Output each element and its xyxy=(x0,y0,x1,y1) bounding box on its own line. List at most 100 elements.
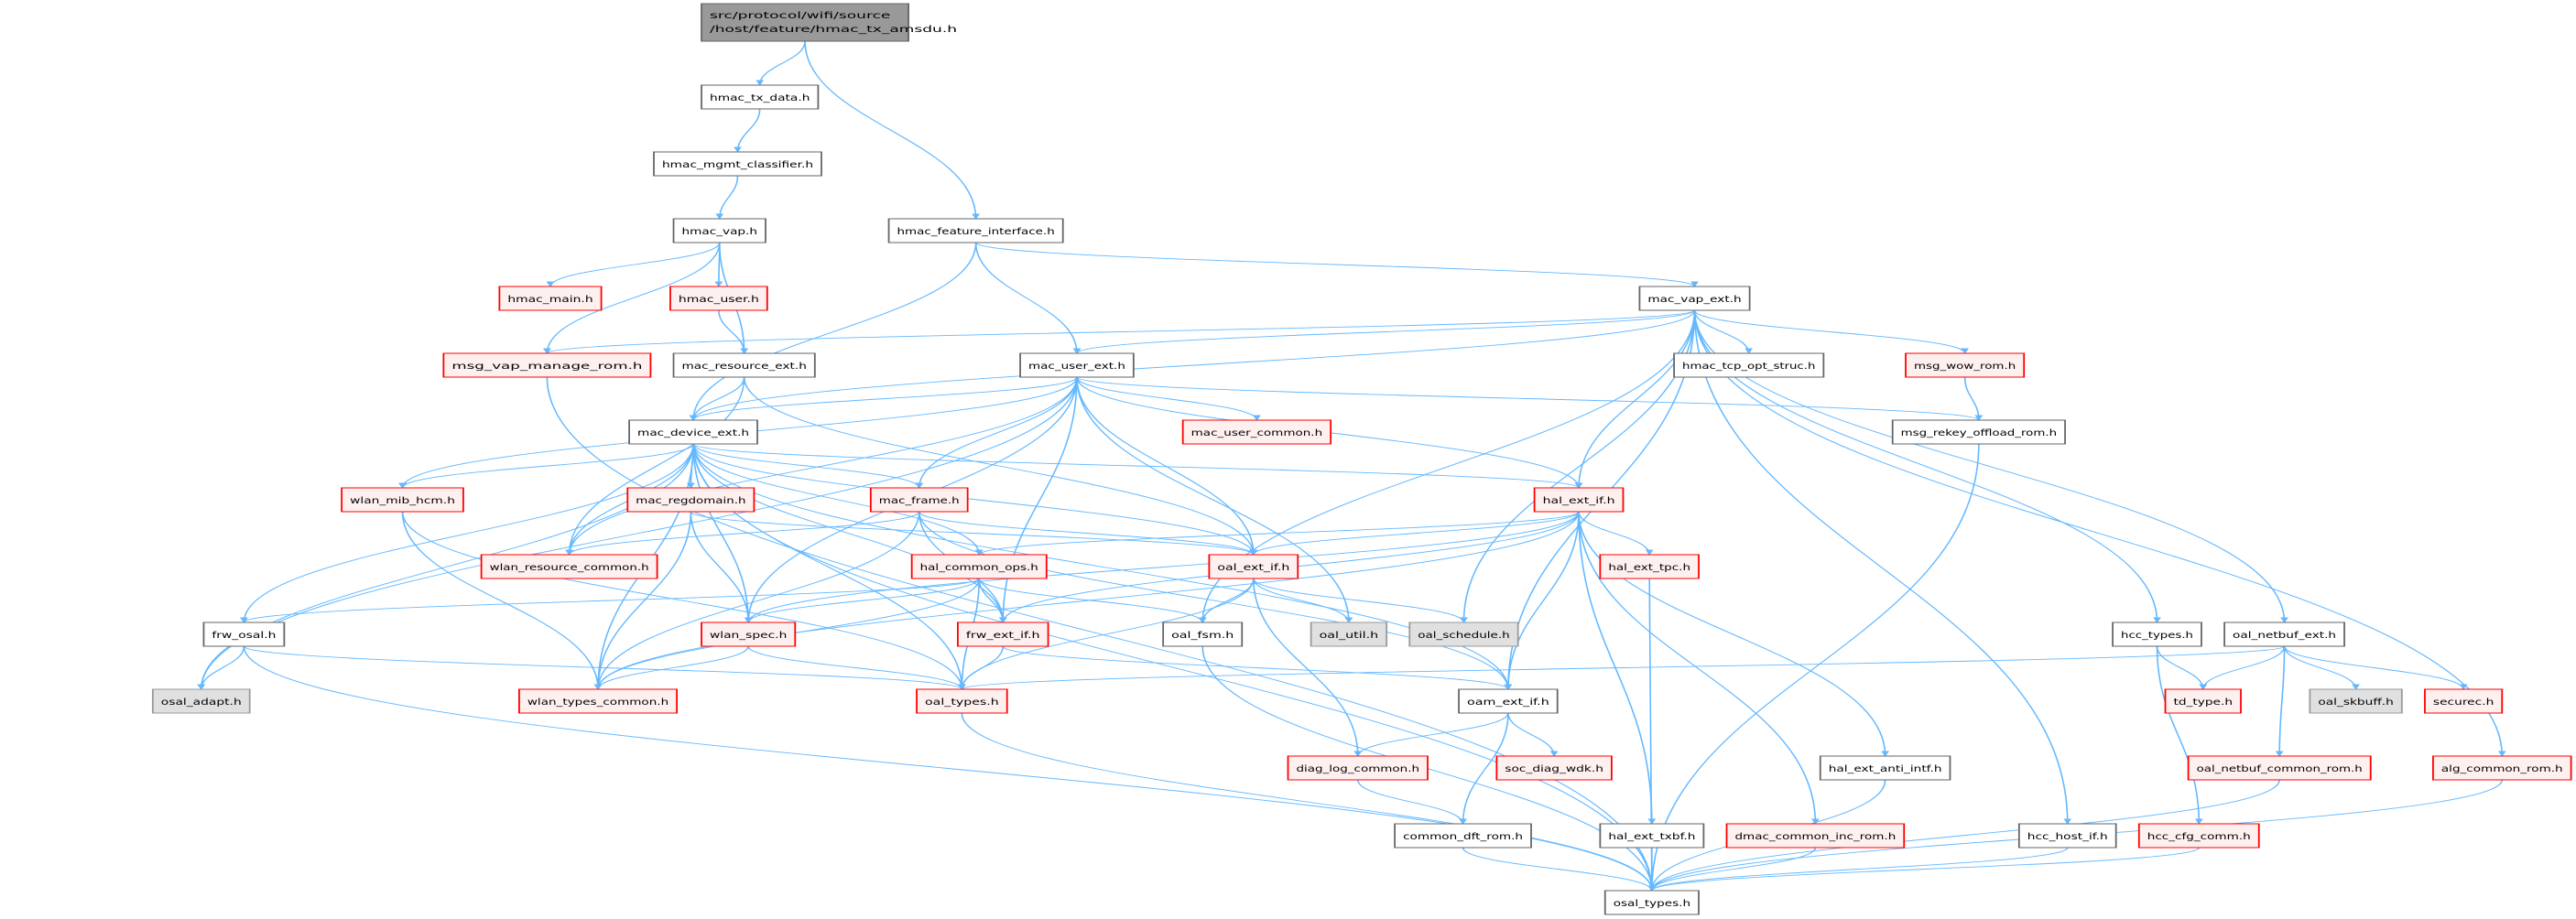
node-hmac-tx-data[interactable]: hmac_tx_data.h xyxy=(701,84,820,110)
node-box[interactable] xyxy=(910,554,1048,579)
node-hmac-mgmt-classifier[interactable]: hmac_mgmt_classifier.h xyxy=(653,151,822,177)
node-box[interactable] xyxy=(701,3,909,42)
node-frw-osal[interactable]: frw_osal.h xyxy=(202,622,286,647)
node-box[interactable] xyxy=(701,622,797,647)
node-box[interactable] xyxy=(480,554,658,579)
node-msg-rekey-offload-rom[interactable]: msg_rekey_offload_rom.h xyxy=(1891,419,2066,445)
node-hmac-tcp-opt-struc[interactable]: hmac_tcp_opt_struc.h xyxy=(1673,352,1825,378)
node-oal-netbuf-ext[interactable]: oal_netbuf_ext.h xyxy=(2223,622,2345,647)
node-box[interactable] xyxy=(2164,688,2242,714)
node-box[interactable] xyxy=(1310,622,1388,647)
node-box[interactable] xyxy=(653,151,822,177)
node-box[interactable] xyxy=(1458,688,1559,714)
node-wlan-resource-common[interactable]: wlan_resource_common.h xyxy=(480,554,658,579)
node-box[interactable] xyxy=(869,487,969,513)
node-box[interactable] xyxy=(1599,823,1705,849)
node-root[interactable]: src/protocol/wifi/source/host/feature/hm… xyxy=(701,3,957,42)
node-hal-ext-anti-intf[interactable]: hal_ext_anti_intf.h xyxy=(1819,755,1951,781)
node-hal-common-ops[interactable]: hal_common_ops.h xyxy=(910,554,1048,579)
node-box[interactable] xyxy=(2424,688,2504,714)
node-oal-util[interactable]: oal_util.h xyxy=(1310,622,1388,647)
node-frw-ext-if[interactable]: frw_ext_if.h xyxy=(957,622,1049,647)
node-wlan-spec[interactable]: wlan_spec.h xyxy=(701,622,797,647)
node-box[interactable] xyxy=(1673,352,1825,378)
node-box[interactable] xyxy=(1638,286,1751,311)
node-box[interactable] xyxy=(1408,622,1519,647)
node-hmac-vap[interactable]: hmac_vap.h xyxy=(672,218,766,243)
node-box[interactable] xyxy=(1725,823,1906,849)
node-box[interactable] xyxy=(1287,755,1429,781)
node-box[interactable] xyxy=(518,688,679,714)
node-securec[interactable]: securec.h xyxy=(2424,688,2504,714)
node-box[interactable] xyxy=(957,622,1049,647)
node-box[interactable] xyxy=(1891,419,2066,445)
node-hal-ext-txbf[interactable]: hal_ext_txbf.h xyxy=(1599,823,1705,849)
node-box[interactable] xyxy=(2112,622,2202,647)
node-box[interactable] xyxy=(2017,823,2117,849)
node-box[interactable] xyxy=(202,622,286,647)
node-mac-user-ext[interactable]: mac_user_ext.h xyxy=(1019,352,1135,378)
node-box[interactable] xyxy=(2223,622,2345,647)
node-box[interactable] xyxy=(1599,554,1700,579)
node-oal-ext-if[interactable]: oal_ext_if.h xyxy=(1208,554,1299,579)
node-diag-log-common[interactable]: diag_log_common.h xyxy=(1287,755,1429,781)
node-hmac-main[interactable]: hmac_main.h xyxy=(498,286,603,311)
node-box[interactable] xyxy=(442,352,652,378)
node-oam-ext-if[interactable]: oam_ext_if.h xyxy=(1458,688,1559,714)
node-soc-diag-wdk[interactable]: soc_diag_wdk.h xyxy=(1495,755,1613,781)
node-oal-skbuff[interactable]: oal_skbuff.h xyxy=(2309,688,2403,714)
node-mac-vap-ext[interactable]: mac_vap_ext.h xyxy=(1638,286,1751,311)
node-mac-device-ext[interactable]: mac_device_ext.h xyxy=(628,419,758,445)
node-box[interactable] xyxy=(672,352,816,378)
node-hal-ext-if[interactable]: hal_ext_if.h xyxy=(1533,487,1625,513)
node-oal-types[interactable]: oal_types.h xyxy=(916,688,1008,714)
node-box[interactable] xyxy=(2309,688,2403,714)
node-box[interactable] xyxy=(628,419,758,445)
node-box[interactable] xyxy=(887,218,1064,243)
node-box[interactable] xyxy=(1208,554,1299,579)
node-mac-user-common[interactable]: mac_user_common.h xyxy=(1181,419,1332,445)
node-msg-vap-manage-rom[interactable]: msg_vap_manage_rom.h xyxy=(442,352,652,378)
node-oal-netbuf-common-rom[interactable]: oal_netbuf_common_rom.h xyxy=(2187,755,2372,781)
node-td-type[interactable]: td_type.h xyxy=(2164,688,2242,714)
node-hcc-host-if[interactable]: hcc_host_if.h xyxy=(2017,823,2117,849)
node-box[interactable] xyxy=(1905,352,2026,378)
node-box[interactable] xyxy=(1533,487,1625,513)
node-oal-schedule[interactable]: oal_schedule.h xyxy=(1408,622,1519,647)
node-wlan-types-common[interactable]: wlan_types_common.h xyxy=(518,688,679,714)
node-box[interactable] xyxy=(1819,755,1951,781)
node-box[interactable] xyxy=(916,688,1008,714)
node-hal-ext-tpc[interactable]: hal_ext_tpc.h xyxy=(1599,554,1700,579)
node-msg-wow-rom[interactable]: msg_wow_rom.h xyxy=(1905,352,2026,378)
node-box[interactable] xyxy=(2187,755,2372,781)
node-osal-types[interactable]: osal_types.h xyxy=(1603,890,1700,915)
node-common-dft-rom[interactable]: common_dft_rom.h xyxy=(1394,823,1532,849)
node-box[interactable] xyxy=(498,286,603,311)
node-box[interactable] xyxy=(1162,622,1244,647)
node-hmac-user[interactable]: hmac_user.h xyxy=(669,286,768,311)
node-box[interactable] xyxy=(1603,890,1700,915)
node-box[interactable] xyxy=(151,688,251,714)
node-box[interactable] xyxy=(701,84,820,110)
node-box[interactable] xyxy=(2432,755,2572,781)
node-box[interactable] xyxy=(626,487,755,513)
node-box[interactable] xyxy=(669,286,768,311)
node-box[interactable] xyxy=(1019,352,1135,378)
node-alg-common-rom[interactable]: alg_common_rom.h xyxy=(2432,755,2572,781)
node-box[interactable] xyxy=(672,218,766,243)
node-dmac-common-inc-rom[interactable]: dmac_common_inc_rom.h xyxy=(1725,823,1906,849)
node-hcc-cfg-comm[interactable]: hcc_cfg_comm.h xyxy=(2137,823,2260,849)
node-osal-adapt[interactable]: osal_adapt.h xyxy=(151,688,251,714)
node-box[interactable] xyxy=(341,487,464,513)
node-hcc-types[interactable]: hcc_types.h xyxy=(2112,622,2202,647)
node-mac-regdomain[interactable]: mac_regdomain.h xyxy=(626,487,755,513)
node-mac-frame[interactable]: mac_frame.h xyxy=(869,487,969,513)
node-mac-resource-ext[interactable]: mac_resource_ext.h xyxy=(672,352,816,378)
node-box[interactable] xyxy=(1495,755,1613,781)
node-box[interactable] xyxy=(1394,823,1532,849)
node-wlan-mib-hcm[interactable]: wlan_mib_hcm.h xyxy=(341,487,464,513)
node-oal-fsm[interactable]: oal_fsm.h xyxy=(1162,622,1244,647)
node-hmac-feature-interface[interactable]: hmac_feature_interface.h xyxy=(887,218,1064,243)
node-box[interactable] xyxy=(1181,419,1332,445)
node-box[interactable] xyxy=(2137,823,2260,849)
